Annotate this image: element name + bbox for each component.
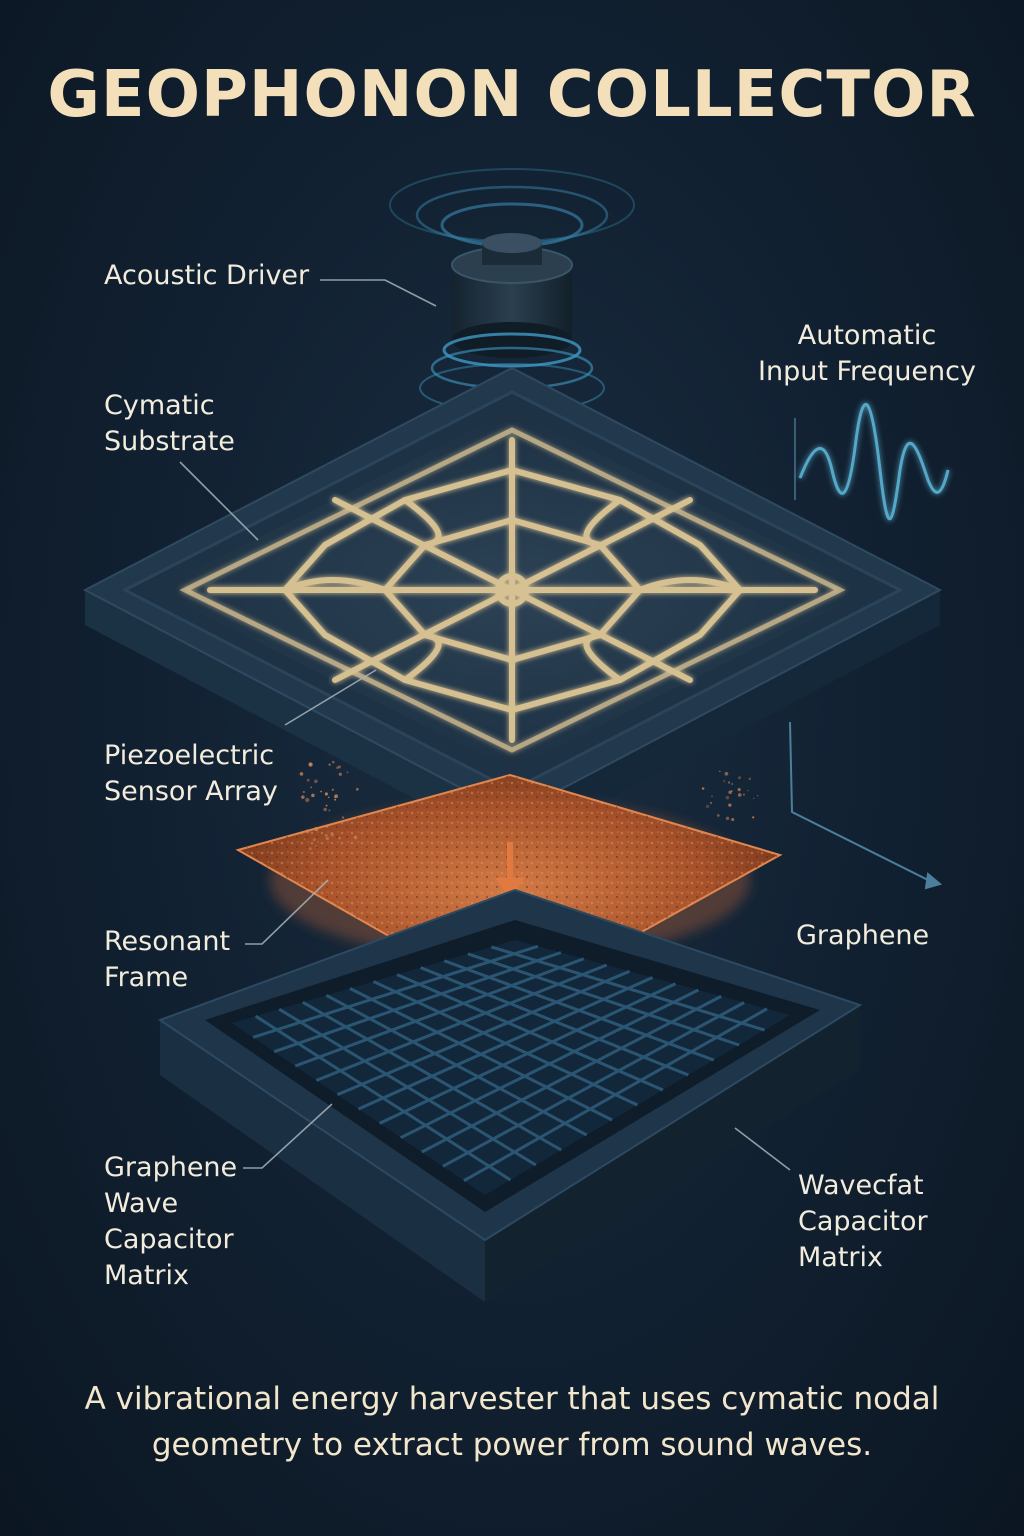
particle-speck: [737, 787, 741, 792]
particle-speck: [330, 832, 335, 837]
particle-speck: [752, 816, 755, 819]
particle-speck: [701, 787, 705, 790]
label-cymatic-substrate: Cymatic Substrate: [104, 390, 235, 457]
particle-speck: [728, 803, 732, 807]
label-acoustic-driver: Acoustic Driver: [104, 260, 310, 291]
particle-speck: [738, 776, 742, 780]
particle-speck: [320, 790, 323, 793]
particle-speck: [338, 772, 342, 776]
particle-speck: [309, 762, 312, 765]
label-automatic-input-frequency: Automatic Input Frequency: [758, 320, 976, 387]
particle-speck: [299, 772, 304, 776]
label-piezoelectric-sensor-array: Piezoelectric Sensor Array: [104, 740, 278, 807]
particle-speck: [311, 793, 315, 798]
particle-speck: [334, 798, 337, 801]
particle-speck: [346, 771, 349, 774]
particle-speck: [341, 816, 345, 819]
particle-speck: [310, 786, 313, 789]
particle-speck: [710, 795, 714, 798]
diagram-title: GEOPHONON COLLECTOR: [47, 58, 977, 132]
particle-speck: [323, 807, 327, 812]
particle-speck: [314, 826, 319, 832]
particle-speck: [328, 809, 331, 812]
particle-speck: [331, 788, 334, 791]
particle-speck: [723, 779, 726, 783]
particle-speck: [305, 797, 310, 803]
particle-speck: [719, 770, 721, 773]
particle-speck: [716, 813, 720, 817]
particle-speck: [301, 795, 305, 799]
particle-speck: [724, 771, 729, 776]
particle-speck: [325, 825, 329, 828]
particle-speck: [308, 847, 312, 851]
capacitor-grid: [252, 944, 768, 1182]
particle-speck: [338, 837, 341, 840]
particle-speck: [315, 845, 317, 847]
particle-speck: [332, 760, 335, 764]
particle-speck: [302, 790, 305, 794]
particle-speck: [328, 763, 331, 766]
label-graphene: Graphene: [796, 920, 930, 951]
particle-speck: [325, 804, 328, 807]
input-frequency-waveform: [794, 403, 950, 521]
graphene-pointer: [789, 721, 943, 890]
label-graphene-wave-capacitor-matrix: Graphene Wave Capacitor Matrix: [104, 1152, 238, 1291]
particle-speck: [355, 787, 359, 791]
particle-speck: [747, 789, 749, 792]
particle-speck: [312, 838, 316, 842]
particle-speck: [336, 766, 339, 770]
particle-speck: [710, 801, 713, 804]
particle-speck: [306, 778, 310, 782]
label-wavecfat-capacitor-matrix: Wavecfat Capacitor Matrix: [798, 1170, 928, 1273]
particle-speck: [308, 762, 313, 767]
particle-speck: [327, 796, 330, 799]
particle-speck: [725, 795, 730, 800]
particle-speck: [731, 782, 734, 786]
particle-specks: [299, 760, 759, 851]
particle-speck: [756, 794, 759, 797]
particle-speck: [737, 793, 742, 797]
grid-line: [254, 1014, 512, 1182]
particle-speck: [314, 779, 318, 784]
particle-speck: [337, 765, 341, 769]
particle-speck: [705, 804, 710, 809]
label-resonant-frame: Resonant Frame: [104, 926, 231, 993]
particle-speck: [353, 835, 358, 840]
particle-speck: [303, 838, 306, 841]
particle-speck: [727, 781, 731, 784]
particle-speck: [334, 794, 339, 799]
diagram-caption: A vibrational energy harvester that uses…: [84, 1381, 940, 1463]
particle-speck: [742, 793, 745, 796]
particle-speck: [324, 792, 328, 796]
acoustic-driver-shape: [451, 233, 573, 358]
grid-line: [278, 1007, 537, 1167]
particle-speck: [752, 797, 755, 800]
particle-speck: [325, 836, 329, 841]
particle-speck: [305, 829, 310, 834]
cymatic-sand-pattern: [179, 427, 846, 753]
particle-speck: [725, 816, 730, 821]
particle-speck: [324, 834, 328, 837]
particle-speck: [748, 777, 751, 781]
particle-speck: [728, 790, 732, 794]
leader-lines: [179, 279, 791, 1171]
grid-line: [463, 1007, 768, 1182]
particle-speck: [731, 818, 735, 821]
